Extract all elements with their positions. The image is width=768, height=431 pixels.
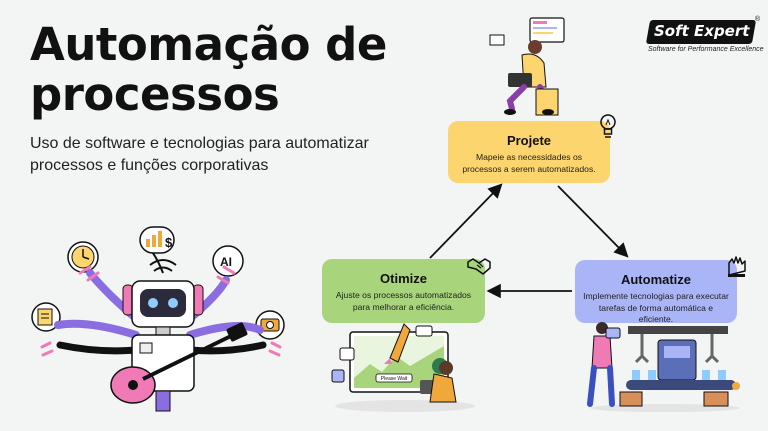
factory-automation-illustration [587, 322, 740, 412]
card-otimize-title: Otimize [380, 271, 427, 286]
logo-name: Soft Expert [654, 22, 750, 40]
card-projete-description: Mapeie as necessidades os processos a se… [462, 152, 596, 174]
page-title: Automação de processos [30, 20, 387, 120]
logo-registered-mark: ® [754, 16, 760, 23]
logo-tagline: Software for Performance Excellence [648, 46, 764, 53]
card-automatize-description: Implemente tecnologias para executar tar… [583, 291, 729, 324]
ai-badge-icon [212, 245, 244, 277]
designer-illustration [489, 17, 565, 116]
handshake-icon [467, 258, 491, 275]
robot-illustration: $ AI [31, 226, 285, 412]
page-subtitle: Uso de software e tecnologias para autom… [30, 135, 369, 174]
robot-hand-icon [728, 256, 746, 277]
svg-text:$: $ [165, 235, 173, 250]
title-line-1: Automação de [30, 18, 387, 71]
card-projete: Projete Mapeie as necessidades os proces… [448, 121, 610, 183]
lightbulb-icon [600, 114, 616, 138]
softexpert-logo: Soft Expert ® Software for Performance E… [645, 16, 764, 58]
arrow-otimize-to-projete [429, 183, 503, 259]
card-otimize: Otimize Ajuste os processos automatizado… [322, 259, 485, 323]
card-otimize-description: Ajuste os processos automatizados para m… [335, 290, 472, 312]
title-line-2: processos [30, 68, 280, 121]
card-automatize: Automatize Implemente tecnologias para e… [575, 260, 737, 324]
please-wait-text: Please Wait [381, 376, 408, 382]
ai-badge-label: AI [220, 255, 232, 269]
card-automatize-title: Automatize [620, 272, 692, 287]
arrow-projete-to-automatize [557, 185, 629, 258]
card-projete-title: Projete [506, 133, 552, 148]
optimization-illustration: Please Wait [331, 323, 475, 412]
